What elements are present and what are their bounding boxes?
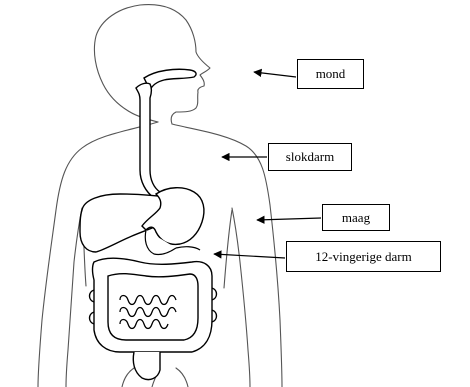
arrow-mond <box>254 72 296 77</box>
label-mond: mond <box>297 59 364 89</box>
arrow-12-vingerige-darm <box>214 254 285 258</box>
label-slokdarm: slokdarm <box>268 143 352 171</box>
large-intestine-shape <box>90 258 217 379</box>
oesophagus-shape <box>136 83 160 198</box>
mouth-shape <box>144 69 196 90</box>
label-12-vingerige-darm: 12-vingerige darm <box>286 241 441 272</box>
arrow-maag <box>257 218 321 220</box>
label-maag: maag <box>322 204 390 231</box>
